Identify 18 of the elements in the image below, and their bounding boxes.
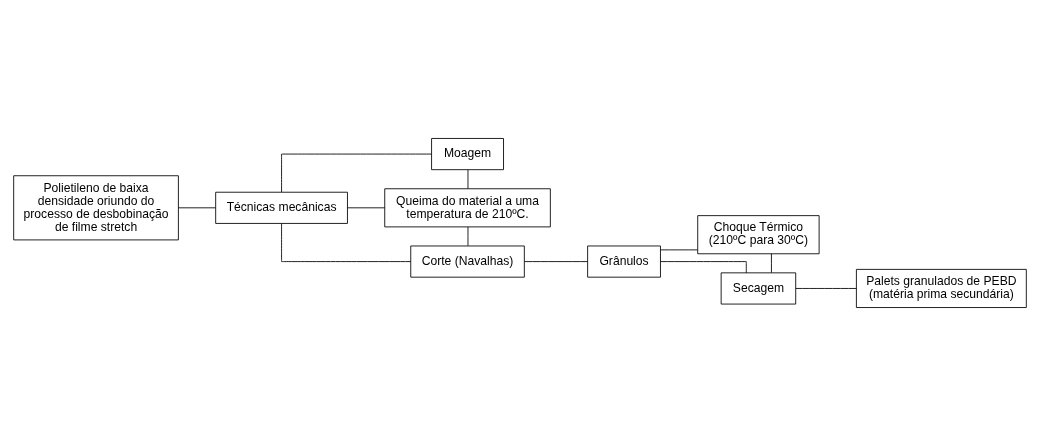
node-box: Polietileno de baixa densidade oriundo do processo de desbobinação de filme stretch — [13, 174, 179, 240]
connector — [795, 287, 857, 289]
node-box: Secagem — [720, 271, 797, 304]
node-box: Grânulos — [587, 245, 661, 278]
node-box: Palets granulados de PEBD (matéria prima secundária) — [855, 268, 1027, 308]
connector — [467, 168, 469, 189]
connector — [524, 260, 589, 262]
connector — [281, 222, 412, 262]
node-box: Técnicas mecânicas — [215, 191, 348, 224]
connector — [660, 248, 699, 250]
node-box: Moagem — [431, 137, 504, 170]
connector — [771, 252, 772, 273]
connector — [347, 206, 386, 208]
node-box: Corte (Navalhas) — [410, 245, 525, 278]
connector — [178, 206, 216, 208]
node-box: Queima do material a uma temperatura de 210ºC. — [384, 187, 551, 227]
connector — [281, 153, 432, 192]
node-box: Choque Térmico (210ºC para 30ºC) — [697, 214, 820, 254]
